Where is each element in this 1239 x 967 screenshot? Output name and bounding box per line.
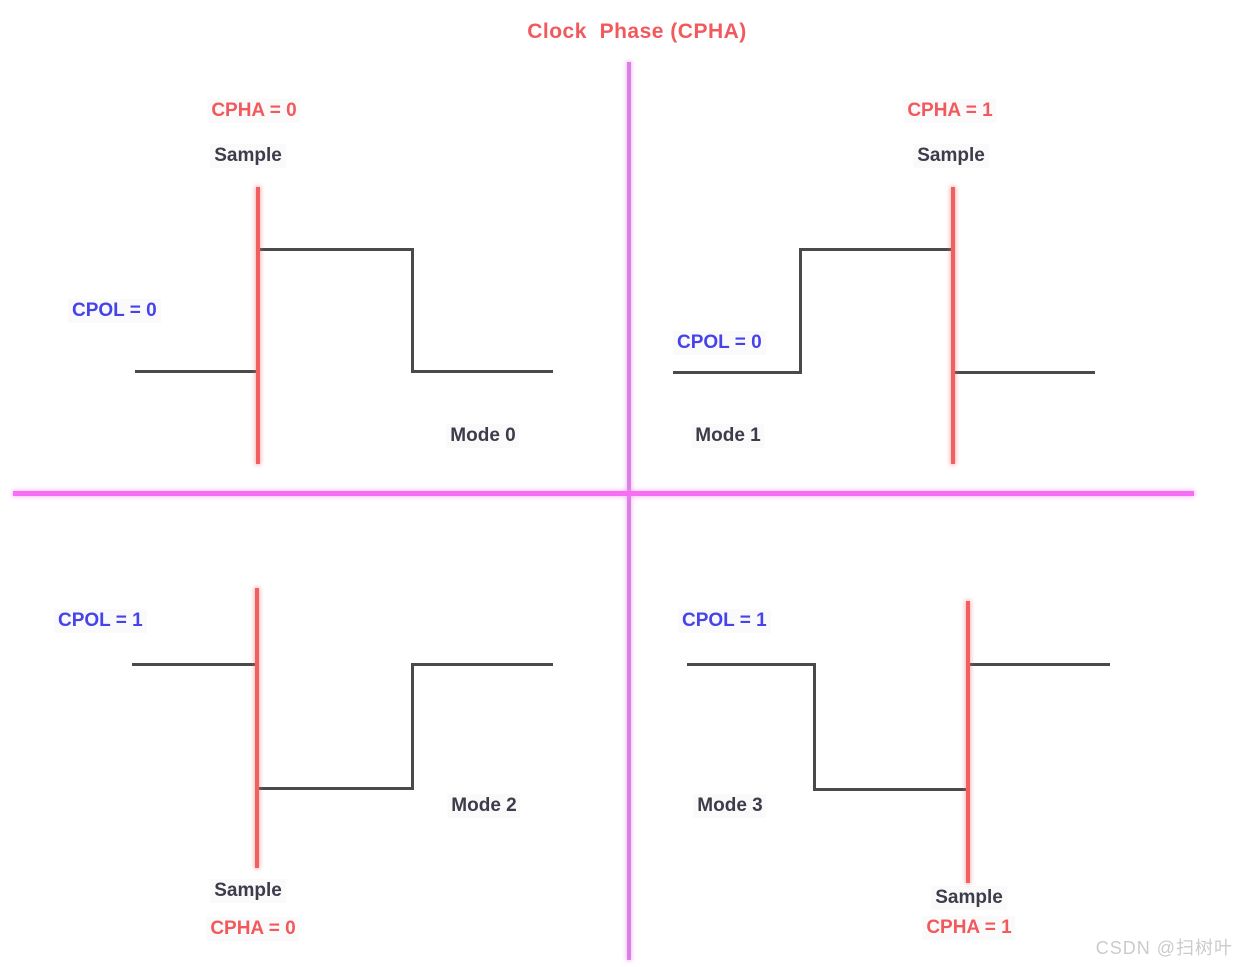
horizontal-divider-line [13,491,1194,496]
watermark: CSDN @扫树叶 [1095,938,1233,958]
waveform-segment-high-right [411,663,553,666]
sample-line [255,588,259,868]
sample-line [951,187,955,464]
page-title: Clock Phase (CPHA) [527,20,747,43]
waveform-falling-edge [813,663,816,791]
vertical-divider-line [627,62,631,960]
waveform-segment-low-right [411,370,553,373]
sample-line [966,601,970,883]
waveform-falling-edge [411,248,414,373]
mode-label: Mode 0 [446,424,520,448]
sample-label: Sample [210,879,286,903]
sample-label: Sample [931,886,1007,910]
cpha-label: CPHA = 1 [922,916,1016,940]
waveform-segment-low [256,787,414,790]
cpol-label: CPOL = 1 [54,609,147,633]
cpha-label: CPHA = 0 [206,917,300,941]
cpha-label: CPHA = 1 [903,99,997,123]
waveform-segment-low [813,788,969,791]
waveform-segment-high-left [132,663,258,666]
cpol-label: CPOL = 0 [68,299,161,323]
mode-label: Mode 1 [691,424,765,448]
cpol-label: CPOL = 1 [678,609,771,633]
waveform-segment-high [257,248,414,251]
mode-label: Mode 2 [447,794,521,818]
waveform-segment-low-left [135,370,259,373]
sample-line [256,187,260,464]
waveform-rising-edge [411,663,414,790]
waveform-segment-high [799,248,953,251]
sample-label: Sample [913,144,989,168]
mode-label: Mode 3 [693,794,767,818]
waveform-segment-low-left [673,371,801,374]
waveform-rising-edge [799,248,802,374]
sample-label: Sample [210,144,286,168]
cpol-label: CPOL = 0 [673,331,766,355]
waveform-segment-low-right [953,371,1095,374]
waveform-segment-high-left [687,663,816,666]
waveform-segment-high-right [968,663,1110,666]
cpha-label: CPHA = 0 [207,99,301,123]
